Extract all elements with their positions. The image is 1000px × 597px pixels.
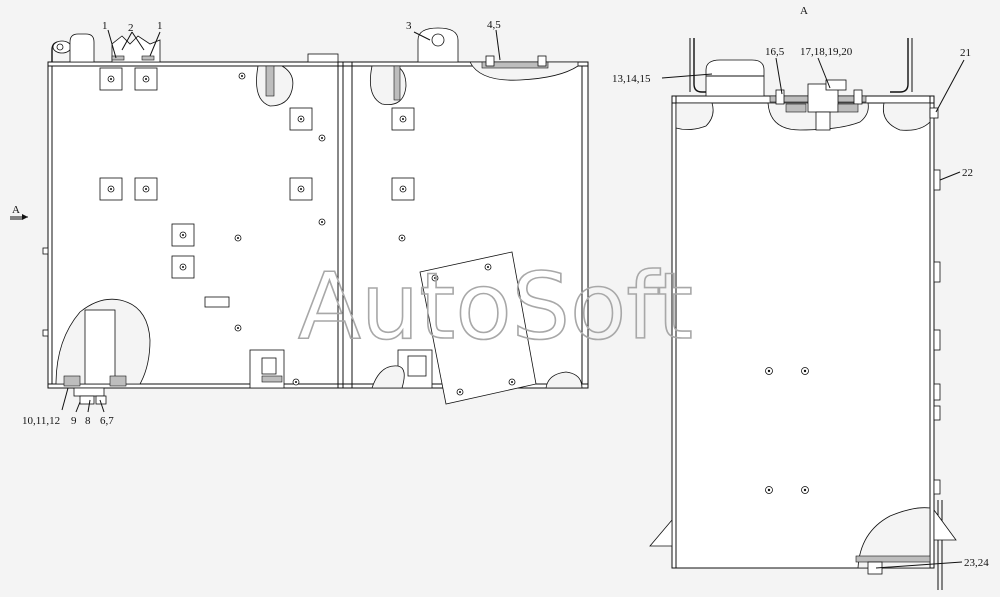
leader-lines [61, 29, 965, 569]
callout-labels: А А 1 2 1 3 4,5 10,11,12 9 8 6,7 13,14,1… [12, 5, 989, 569]
view-a-arrow-label: А [12, 204, 20, 216]
callout-2: 2 [128, 22, 134, 34]
callout-1-left: 1 [102, 20, 108, 32]
sensor-16-20 [767, 79, 869, 131]
callout-10-11-12: 10,11,12 [22, 415, 60, 427]
callout-6-7: 6,7 [100, 415, 114, 427]
callout-9: 9 [71, 415, 77, 427]
callout-13-14-15: 13,14,15 [612, 73, 651, 85]
small-holes [234, 72, 406, 386]
filler-cap-left [51, 40, 72, 62]
view-a-title: А [800, 5, 808, 17]
callout-4-5: 4,5 [487, 19, 501, 31]
callout-17-18-19-20: 17,18,19,20 [800, 46, 853, 58]
top-cap-1-2 [69, 33, 161, 63]
callout-21: 21 [960, 47, 971, 59]
front-view [10, 27, 589, 405]
view-a [649, 38, 957, 590]
callout-8: 8 [85, 415, 91, 427]
callout-22: 22 [962, 167, 973, 179]
filler-cap-13-14-15 [705, 59, 765, 97]
callout-3: 3 [406, 20, 412, 32]
callout-23-24: 23,24 [964, 557, 989, 569]
callout-16-5: 16,5 [765, 46, 785, 58]
lifting-lug-3 [417, 27, 459, 63]
watermark: AutoSoft [298, 253, 693, 360]
tilted-plate [419, 251, 537, 405]
tank-body-right [671, 95, 935, 569]
callout-1-right: 1 [157, 20, 163, 32]
sensor-flange-4-5 [469, 55, 579, 81]
mounting-pads [99, 67, 415, 279]
drain-assembly [55, 298, 151, 405]
